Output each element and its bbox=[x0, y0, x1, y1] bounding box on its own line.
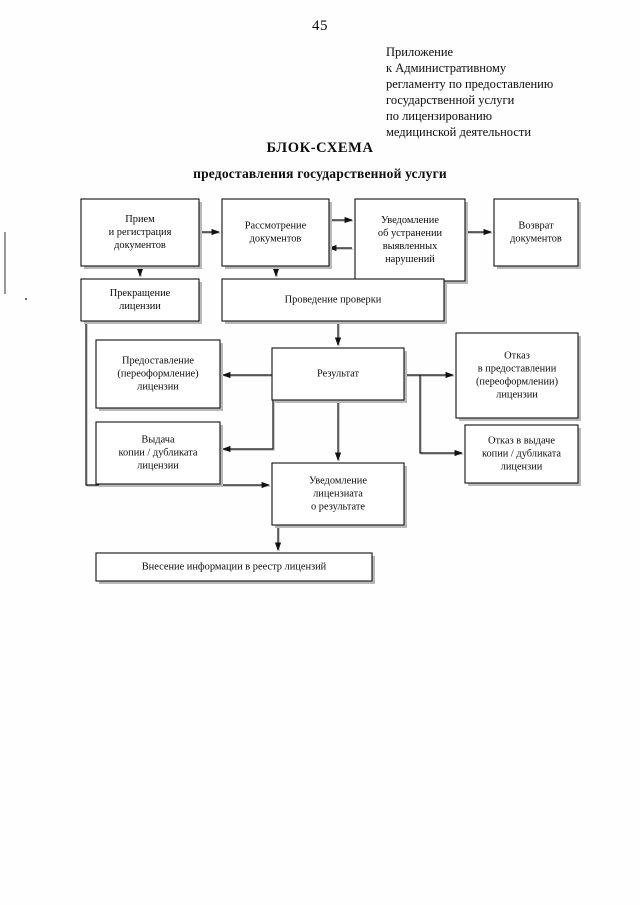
flow-node-label: Прием bbox=[125, 214, 155, 225]
flow-node: Выдача копии / дубликата лицензии bbox=[95, 421, 223, 487]
flow-node-label: и регистрация bbox=[109, 227, 172, 238]
flow-node-label: Проведение проверки bbox=[285, 294, 382, 305]
flow-node-label: (переоформлении) bbox=[476, 376, 558, 387]
flow-node-label: Результат bbox=[317, 368, 360, 379]
flow-node-label: Рассмотрение bbox=[245, 220, 307, 231]
flow-node-label: копии / дубликата bbox=[118, 447, 197, 458]
flow-node-label: Отказ bbox=[504, 350, 530, 361]
appendix-line-2: к Административному bbox=[386, 61, 507, 75]
flow-node: Проведение проверки bbox=[221, 278, 447, 324]
flow-edge-shadow bbox=[224, 376, 275, 451]
flow-node: Уведомление лицензиата о результате bbox=[271, 462, 407, 528]
flow-node-label: Предоставление bbox=[122, 355, 194, 366]
flow-node-box bbox=[455, 332, 579, 419]
flow-node-label: Внесение информации в реестр лицензий bbox=[142, 561, 327, 572]
flow-node: Прекращение лицензии bbox=[80, 278, 202, 324]
appendix-reference: Приложение к Административному регламент… bbox=[386, 44, 636, 140]
flow-node: Предоставление (переоформление) лицензии bbox=[95, 339, 223, 411]
flow-node-label: лицензиата bbox=[313, 488, 363, 499]
flow-node-label: выявленных bbox=[383, 241, 438, 252]
flow-node-label: нарушений bbox=[385, 254, 435, 265]
flow-node: Отказ в выдаче копии / дубликата лицензии bbox=[464, 424, 581, 486]
flow-edge-n8-to-n10 bbox=[222, 375, 274, 453]
flow-node-label: документов bbox=[114, 240, 166, 251]
appendix-line-5: по лицензированию bbox=[386, 109, 493, 123]
appendix-line-3: регламенту по предоставлению bbox=[386, 77, 554, 91]
flow-node: Результат bbox=[271, 347, 407, 403]
flow-node-label: копии / дубликата bbox=[482, 448, 561, 459]
flow-node: Отказ в предоставлении (переоформлении) лиц… bbox=[455, 332, 581, 421]
appendix-line-4: государственной услуги bbox=[386, 93, 515, 107]
flow-node-box bbox=[95, 339, 221, 409]
flow-node-label: Уведомление bbox=[309, 475, 367, 486]
flow-node-box bbox=[80, 198, 200, 267]
page-number: 45 bbox=[312, 18, 328, 34]
flow-edge-shadow bbox=[420, 376, 464, 455]
title-subtitle: предоставления государственной услуги bbox=[193, 166, 447, 181]
flow-node-label: Уведомление bbox=[381, 215, 439, 226]
title-main: БЛОК-СХЕМА bbox=[266, 140, 374, 156]
document-title: БЛОК-СХЕМА предоставления государственно… bbox=[0, 140, 640, 182]
flow-edge-n8-to-n11 bbox=[419, 375, 463, 457]
flow-node-label: лицензии bbox=[137, 381, 179, 392]
flow-node-label: Выдача bbox=[141, 434, 175, 445]
flow-node-box bbox=[493, 198, 579, 267]
flow-node-label: об устранении bbox=[378, 228, 443, 239]
flow-node-box bbox=[95, 421, 221, 485]
flow-node-label: (переоформление) bbox=[117, 368, 198, 379]
flow-node-box bbox=[271, 462, 405, 526]
flow-node: Рассмотрение документов bbox=[221, 198, 332, 269]
flow-node-label: лицензии bbox=[137, 460, 179, 471]
flow-node-label: Прекращение bbox=[110, 288, 171, 299]
flow-node-label: лицензии bbox=[501, 461, 543, 472]
appendix-line-1: Приложение bbox=[386, 45, 454, 59]
appendix-line-6: медицинской деятельности bbox=[386, 125, 532, 139]
flow-node-box bbox=[221, 198, 330, 267]
flow-node: Прием и регистрация документов bbox=[80, 198, 202, 269]
flow-node-label: документов bbox=[510, 233, 562, 244]
flow-node-label: лицензии bbox=[496, 389, 538, 400]
flow-node-box bbox=[95, 552, 373, 582]
flow-node: Возврат документов bbox=[493, 198, 581, 269]
flow-node-box bbox=[80, 278, 200, 322]
flow-node-label: Отказ в выдаче bbox=[488, 435, 555, 446]
flow-node: Уведомление об устранении выявленных наруше… bbox=[354, 198, 468, 284]
scan-artifact-dot bbox=[25, 298, 27, 300]
flow-node-label: Возврат bbox=[518, 220, 554, 231]
flow-node-label: в предоставлении bbox=[478, 363, 557, 374]
flow-node-box bbox=[271, 347, 405, 401]
flow-node-box bbox=[221, 278, 445, 322]
flow-node-box bbox=[464, 424, 579, 484]
flow-node-label: о результате bbox=[311, 501, 365, 512]
flow-node: Внесение информации в реестр лицензий bbox=[95, 552, 375, 584]
flow-node-box bbox=[354, 198, 466, 282]
flow-node-label: лицензии bbox=[119, 301, 161, 312]
scan-artifact-line bbox=[4, 232, 6, 294]
flow-node-label: документов bbox=[250, 233, 302, 244]
